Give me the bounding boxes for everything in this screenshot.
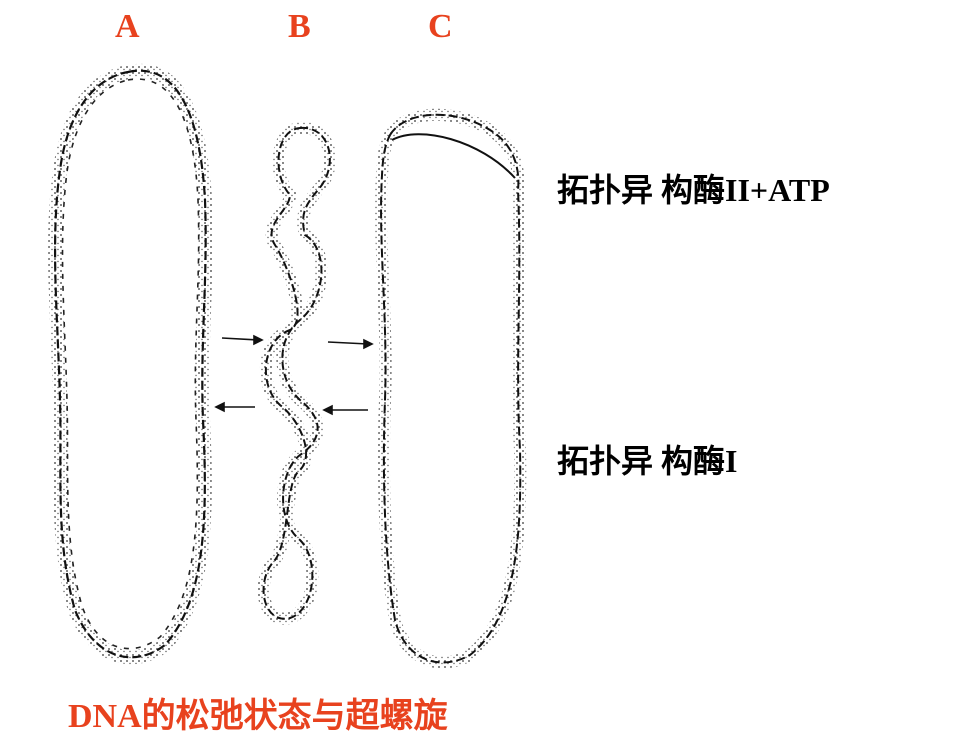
figure-caption: DNA的松弛状态与超螺旋: [68, 698, 448, 735]
label-a: A: [115, 8, 140, 45]
enzyme-label-topo-ii: 拓扑异 构酶II+ATP: [557, 172, 830, 208]
arrows: [214, 334, 374, 416]
dna-nicked-loop-c: [375, 108, 527, 669]
enzyme-label-topo-i: 拓扑异 构酶I: [557, 443, 738, 479]
dna-relaxed-loop-a: [48, 63, 213, 665]
label-c: C: [428, 8, 453, 45]
label-b: B: [288, 8, 311, 45]
dna-supercoil-b: [257, 121, 336, 625]
